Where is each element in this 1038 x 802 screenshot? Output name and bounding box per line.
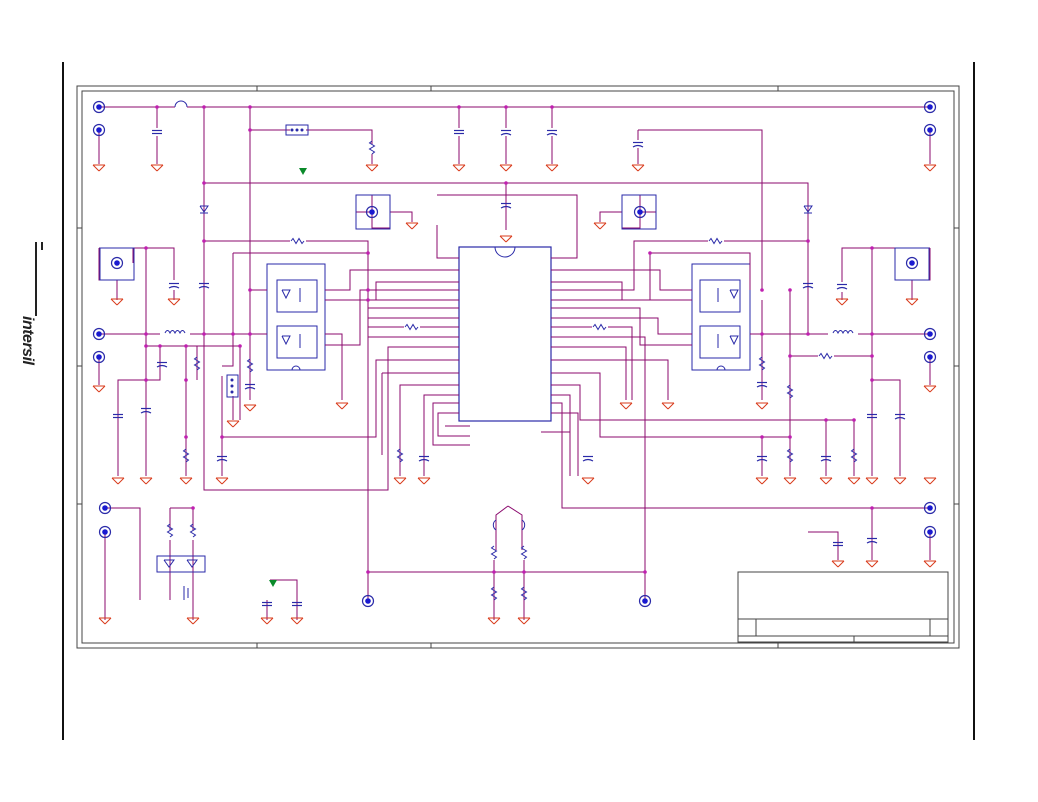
wires	[98, 106, 931, 620]
page-margin-rule-right	[973, 62, 975, 740]
jacks	[92, 100, 937, 608]
title-block	[737, 571, 949, 643]
controller-ic	[458, 246, 552, 422]
ground-symbols	[92, 164, 937, 625]
diodes	[156, 205, 813, 600]
power-flags	[269, 168, 307, 587]
page-margin-rule-left	[62, 62, 64, 740]
headers	[99, 124, 930, 398]
sheet-frame	[76, 85, 960, 649]
capacitors	[112, 129, 906, 607]
mosfet-package-right	[691, 263, 751, 371]
junction-dots	[144, 105, 874, 574]
intersil-logo	[30, 240, 60, 320]
mosfet-package-left	[266, 263, 326, 371]
inductors	[164, 100, 854, 531]
